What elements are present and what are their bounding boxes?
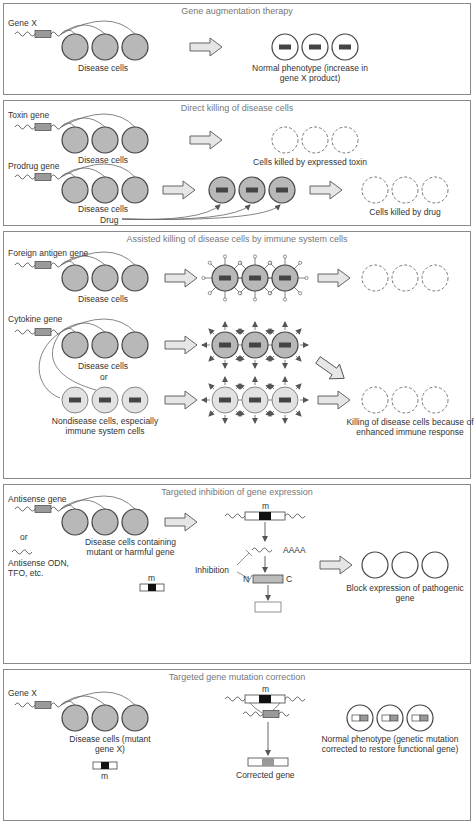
annotation-label: Disease cells (mutant gene X): [65, 734, 155, 754]
annotation-label: Drug: [100, 215, 118, 225]
annotation-label: Disease cells: [78, 155, 128, 165]
annotation-label: Cytokine gene: [8, 314, 62, 324]
annotation-label: m: [262, 684, 269, 694]
annotation-label: or: [20, 532, 28, 542]
annotation-label: Gene X: [8, 18, 37, 28]
annotation-label: Toxin gene: [8, 110, 49, 120]
panel-heading: Gene augmentation therapy: [4, 6, 470, 17]
annotation-label: Inhibition: [195, 565, 229, 575]
immune-killing-art: [15, 252, 448, 423]
mutation-correction-art: [15, 692, 433, 769]
annotation-label: Disease cells: [78, 63, 128, 73]
annotation-label: Foreign antigen gene: [8, 248, 88, 258]
annotation-label: m: [262, 501, 269, 511]
annotation-label: C: [286, 574, 292, 584]
annotation-label: N: [243, 574, 249, 584]
annotation-label: m: [101, 771, 108, 781]
annotation-label: Nondisease cells, especially immune syst…: [45, 416, 165, 436]
annotation-label: Normal phenotype (increase in gene X pro…: [250, 63, 370, 83]
annotation-label: m: [148, 573, 155, 583]
panel-band: Assisted killing of disease cells by imm…: [3, 231, 471, 479]
panel-band: Gene augmentation therapy: [3, 3, 471, 95]
panel-band: Targeted inhibition of gene expression: [3, 484, 471, 664]
annotation-label: Disease cells containing mutant or harmf…: [78, 537, 183, 557]
panel-heading: Targeted inhibition of gene expression: [4, 487, 470, 498]
annotation-label: Corrected gene: [236, 770, 295, 780]
direct-killing-art: [15, 114, 448, 219]
annotation-label: Cells killed by drug: [340, 207, 470, 217]
gene-augmentation-art: [15, 21, 358, 60]
annotation-label: or: [100, 372, 108, 382]
annotation-label: AAAA: [283, 545, 306, 555]
annotation-label: Block expression of pathogenic gene: [345, 583, 465, 603]
panel-heading: Direct killing of disease cells: [4, 103, 470, 114]
annotation-label: Killing of disease cells because of enha…: [340, 417, 474, 437]
panel-heading: Targeted gene mutation correction: [4, 672, 470, 683]
annotation-label: Antisense gene: [8, 494, 67, 504]
annotation-label: Disease cells: [78, 294, 128, 304]
annotation-label: Cells killed by expressed toxin: [245, 157, 375, 167]
annotation-label: Disease cells: [78, 361, 128, 371]
panel-heading: Assisted killing of disease cells by imm…: [4, 234, 470, 245]
annotation-label: Gene X: [8, 688, 37, 698]
annotation-label: Prodrug gene: [8, 161, 60, 171]
antisense-art: [12, 496, 448, 612]
annotation-label: Disease cells: [78, 204, 128, 214]
annotation-label: Antisense ODN, TFO, etc.: [8, 558, 83, 578]
annotation-label: Normal phenotype (genetic mutation corre…: [315, 734, 465, 754]
